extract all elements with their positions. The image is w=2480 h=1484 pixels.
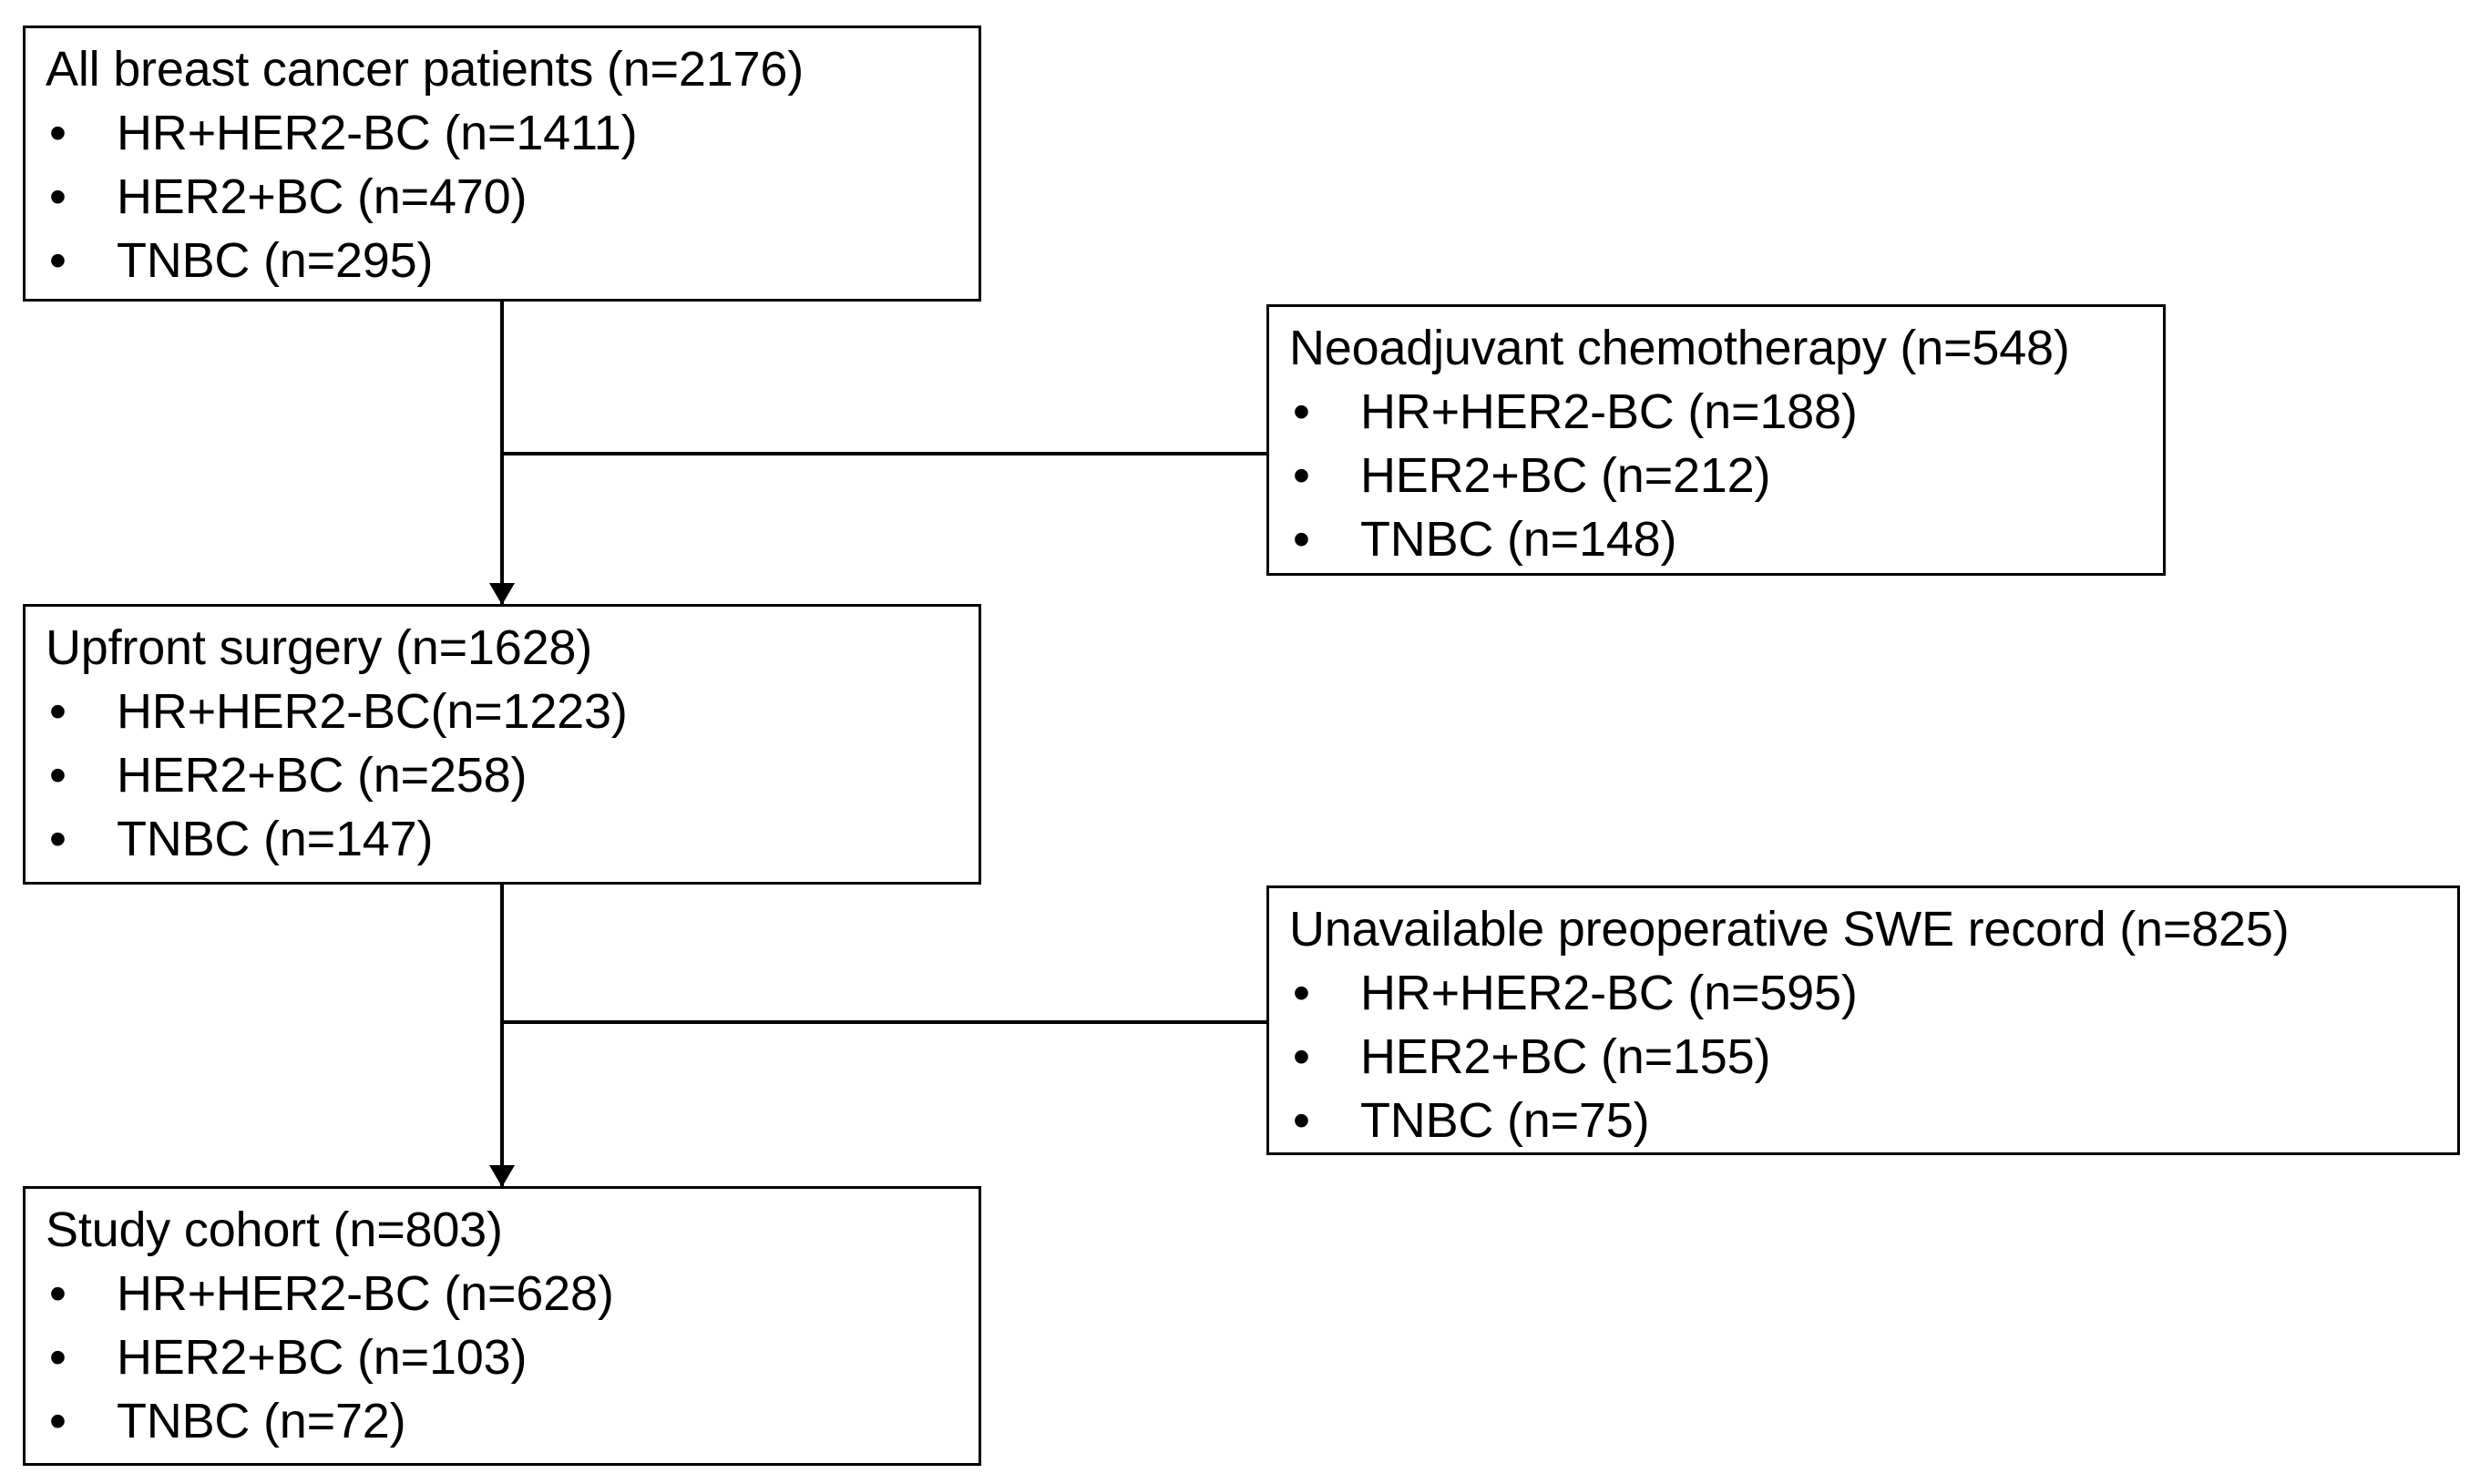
bullet-icon: • (49, 812, 67, 866)
node-breakdown-list: • HR+HER2-BC (n=628) • HER2+BC (n=103) •… (46, 1262, 614, 1453)
node-title: Neoadjuvant chemotherapy (n=548) (1289, 321, 2070, 375)
list-item-label: HER2+BC (n=470) (117, 169, 528, 224)
bullet-icon: • (1293, 1093, 1310, 1148)
bullet-icon: • (49, 1330, 67, 1385)
bullet-icon: • (49, 1394, 67, 1448)
list-item-label: HR+HER2-BC(n=1223) (117, 684, 628, 739)
arrow-head-icon-study-cohort (489, 1165, 515, 1187)
list-item-label: HER2+BC (n=103) (117, 1330, 528, 1385)
bullet-icon: • (49, 106, 67, 160)
list-item: • HER2+BC (n=470) (46, 165, 637, 229)
list-item-label: HER2+BC (n=155) (1360, 1029, 1771, 1084)
list-item: • TNBC (n=75) (1289, 1089, 1858, 1152)
node-title: Upfront surgery (n=1628) (46, 620, 593, 675)
node-title: Study cohort (n=803) (46, 1203, 503, 1257)
arrow-head-icon-upfront-surgery (489, 583, 515, 605)
list-item-label: HR+HER2-BC (n=628) (117, 1266, 614, 1321)
list-item-label: HR+HER2-BC (n=188) (1360, 384, 1858, 439)
bullet-icon: • (1293, 512, 1310, 567)
node-unavailable-preoperative-swe-record: Unavailable preoperative SWE record (n=8… (1266, 885, 2460, 1155)
list-item-label: TNBC (n=147) (117, 812, 434, 866)
node-upfront-surgery: Upfront surgery (n=1628) • HR+HER2-BC(n=… (23, 604, 981, 885)
list-item: • HER2+BC (n=103) (46, 1325, 614, 1389)
bullet-icon: • (49, 748, 67, 803)
node-title: Unavailable preoperative SWE record (n=8… (1289, 902, 2290, 957)
node-breakdown-list: • HR+HER2-BC (n=188) • HER2+BC (n=212) •… (1289, 380, 1858, 571)
list-item-label: TNBC (n=295) (117, 233, 434, 288)
list-item: • TNBC (n=148) (1289, 507, 1858, 571)
node-breakdown-list: • HR+HER2-BC (n=1411) • HER2+BC (n=470) … (46, 101, 638, 292)
node-breakdown-list: • HR+HER2-BC (n=595) • HER2+BC (n=155) •… (1289, 961, 1858, 1152)
node-breakdown-list: • HR+HER2-BC(n=1223) • HER2+BC (n=258) •… (46, 680, 628, 871)
node-study-cohort: Study cohort (n=803) • HR+HER2-BC (n=628… (23, 1186, 981, 1466)
bullet-icon: • (1293, 448, 1310, 503)
list-item: • HR+HER2-BC(n=1223) (46, 680, 628, 743)
bullet-icon: • (49, 169, 67, 224)
list-item: • HR+HER2-BC (n=595) (1289, 961, 1858, 1025)
bullet-icon: • (1293, 1029, 1310, 1084)
bullet-icon: • (49, 233, 67, 288)
list-item-label: TNBC (n=75) (1360, 1093, 1650, 1148)
list-item-label: HER2+BC (n=212) (1360, 448, 1771, 503)
list-item-label: HER2+BC (n=258) (117, 748, 528, 803)
connector-branch-to-unavailable-swe (500, 1020, 1268, 1024)
node-neoadjuvant-chemotherapy: Neoadjuvant chemotherapy (n=548) • HR+HE… (1266, 304, 2166, 576)
list-item-label: TNBC (n=72) (117, 1394, 406, 1448)
node-title: All breast cancer patients (n=2176) (46, 42, 804, 97)
connector-branch-to-neoadjuvant (500, 452, 1268, 455)
list-item: • TNBC (n=72) (46, 1389, 614, 1453)
list-item: • TNBC (n=295) (46, 229, 637, 292)
list-item-label: TNBC (n=148) (1360, 512, 1677, 567)
connector-upfront-surgery-to-study-cohort (500, 885, 504, 1186)
node-all-breast-cancer-patients: All breast cancer patients (n=2176) • HR… (23, 26, 981, 302)
list-item: • HR+HER2-BC (n=188) (1289, 380, 1858, 444)
list-item: • TNBC (n=147) (46, 807, 628, 871)
list-item: • HR+HER2-BC (n=1411) (46, 101, 638, 165)
bullet-icon: • (1293, 384, 1310, 439)
list-item-label: HR+HER2-BC (n=1411) (117, 106, 638, 160)
bullet-icon: • (49, 684, 67, 739)
list-item: • HER2+BC (n=212) (1289, 444, 1858, 507)
list-item: • HER2+BC (n=155) (1289, 1025, 1858, 1089)
bullet-icon: • (49, 1266, 67, 1321)
bullet-icon: • (1293, 966, 1310, 1020)
list-item: • HER2+BC (n=258) (46, 743, 628, 807)
list-item-label: HR+HER2-BC (n=595) (1360, 966, 1858, 1020)
list-item: • HR+HER2-BC (n=628) (46, 1262, 614, 1325)
